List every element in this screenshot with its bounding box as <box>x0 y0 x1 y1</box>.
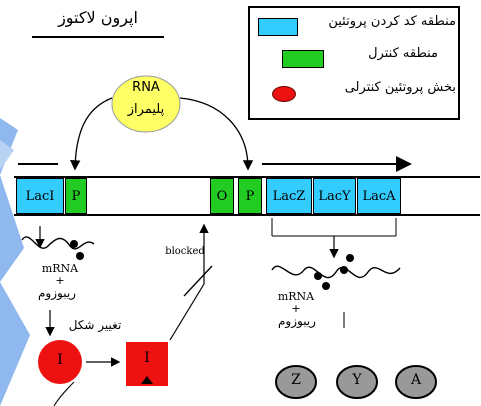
protein-a <box>395 365 437 399</box>
left-ribosome-1 <box>70 240 78 248</box>
protein-y <box>336 365 378 399</box>
legend-box: منطقه کد کردن پروتئین منطقه کنترل بخش پر… <box>248 6 460 120</box>
right-ribosome-label: ریبوزوم <box>278 314 316 328</box>
promoter-lacI: P <box>65 178 87 214</box>
bottom-left-arrow <box>53 381 75 406</box>
gene-lacZ: LacZ <box>266 178 312 214</box>
legend-control-swatch <box>282 50 324 68</box>
protein-z-label: Z <box>291 372 301 388</box>
protein-y-label: Y <box>352 372 362 388</box>
right-mrna-strand <box>271 265 401 279</box>
polymerase-ellipse <box>111 75 181 133</box>
promoter-operon: P <box>238 178 262 214</box>
edge-triangle-2 <box>0 175 24 282</box>
legend-control-label: منطقه کنترل <box>368 46 438 61</box>
blocked-mark <box>183 265 213 297</box>
right-ribosome-3 <box>340 266 348 274</box>
gene-lacA: LacA <box>357 178 401 214</box>
gene-lacY: LacY <box>313 178 356 214</box>
left-mrna-label: mRNA <box>41 262 79 275</box>
left-mrna-plus: + <box>55 274 65 287</box>
right-ribosome-1 <box>314 272 322 280</box>
blocked-label: blocked <box>165 246 205 257</box>
right-mrna-label: mRNA <box>277 290 315 303</box>
repressor-notch <box>141 376 153 384</box>
polymerase-label-rna: RNA <box>132 80 160 95</box>
legend-coding-swatch <box>258 18 298 36</box>
polymerase-label: پلیمراز <box>127 102 165 117</box>
title-underline <box>32 36 164 38</box>
edge-triangle-3 <box>0 282 30 406</box>
polymerase-left-arrow <box>70 97 113 171</box>
legend-repressor-swatch <box>272 86 296 102</box>
left-mrna-strand <box>21 236 95 250</box>
protein-z <box>275 365 317 399</box>
right-ribosome-2 <box>322 282 330 290</box>
shape-change-label: تغییر شکل <box>68 318 122 332</box>
gene-lacI: LacI <box>16 178 64 214</box>
repressor-changed-letter: I <box>144 350 150 366</box>
dna-top-line <box>14 176 480 178</box>
edge-triangle-4 <box>0 140 14 170</box>
legend-repressor-label: بخش پروتئین کنترلی <box>344 80 456 95</box>
right-mrna-plus: + <box>291 302 301 315</box>
legend-coding-label: منطقه کد کردن پروتئین <box>328 14 456 29</box>
repressor-letter: I <box>57 352 63 368</box>
dna-bottom-line <box>14 214 480 216</box>
polymerase-right-arrow <box>179 97 254 171</box>
repressor-protein <box>38 340 82 384</box>
protein-a-label: A <box>410 372 422 388</box>
repressor-to-operator-arrow <box>169 223 209 341</box>
right-ribosome-4 <box>346 254 354 262</box>
diagram-title: اپرون لاکتوز <box>58 8 138 27</box>
left-ribosome-2 <box>76 252 84 260</box>
operator: O <box>210 178 234 214</box>
left-ribosome-label: ریبوزوم <box>38 286 76 300</box>
